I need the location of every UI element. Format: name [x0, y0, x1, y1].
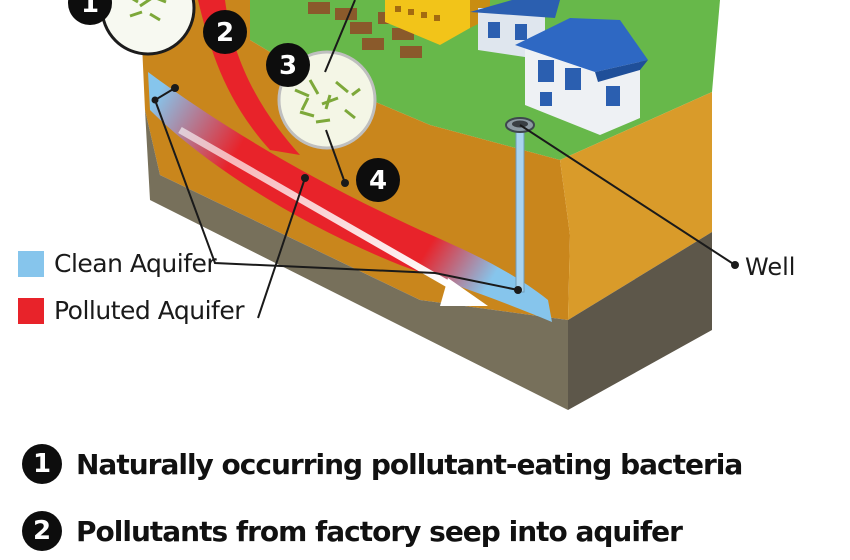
aquifer-diagram: 1 2 3 4	[68, 0, 739, 410]
key-item-1: 1 Naturally occurring pollutant-eating b…	[22, 444, 743, 484]
callout-4-number: 4	[369, 166, 387, 196]
leader-lines	[153, 0, 736, 319]
well-opening	[512, 120, 528, 128]
legend-clean: Clean Aquifer	[18, 249, 217, 278]
callout-badge-4: 4	[356, 158, 400, 202]
callout-2-number: 2	[216, 18, 234, 48]
flow-arrow-shaft	[178, 126, 457, 292]
callout-badge-2: 2	[203, 10, 247, 54]
polluted-swatch	[18, 297, 44, 324]
legend-polluted-label: Polluted Aquifer	[54, 296, 245, 325]
aquifer-band	[148, 72, 552, 322]
callout-badge-3: 3	[266, 43, 310, 87]
flow-arrowhead	[440, 278, 488, 306]
key-item-2: 2 Pollutants from factory seep into aqui…	[22, 511, 683, 551]
house-icon-front	[515, 18, 648, 135]
well-pipe	[515, 129, 525, 293]
key-text-2: Pollutants from factory seep into aquife…	[76, 514, 683, 548]
legend-clean-label: Clean Aquifer	[54, 249, 217, 278]
clean-swatch	[18, 250, 44, 277]
bedrock-layer	[145, 110, 568, 410]
key-badge-2: 2	[22, 511, 62, 551]
key-text-1: Naturally occurring pollutant-eating bac…	[76, 447, 743, 481]
well-label: Well	[745, 253, 796, 281]
key-badge-1: 1	[22, 444, 62, 484]
callout-badge-1: 1	[68, 0, 112, 25]
bedrock-right-face	[568, 232, 712, 410]
soil-right-face	[560, 92, 712, 320]
callout-1-number: 1	[81, 0, 99, 19]
callout-3-number: 3	[279, 51, 297, 81]
legend-polluted: Polluted Aquifer	[18, 296, 245, 325]
